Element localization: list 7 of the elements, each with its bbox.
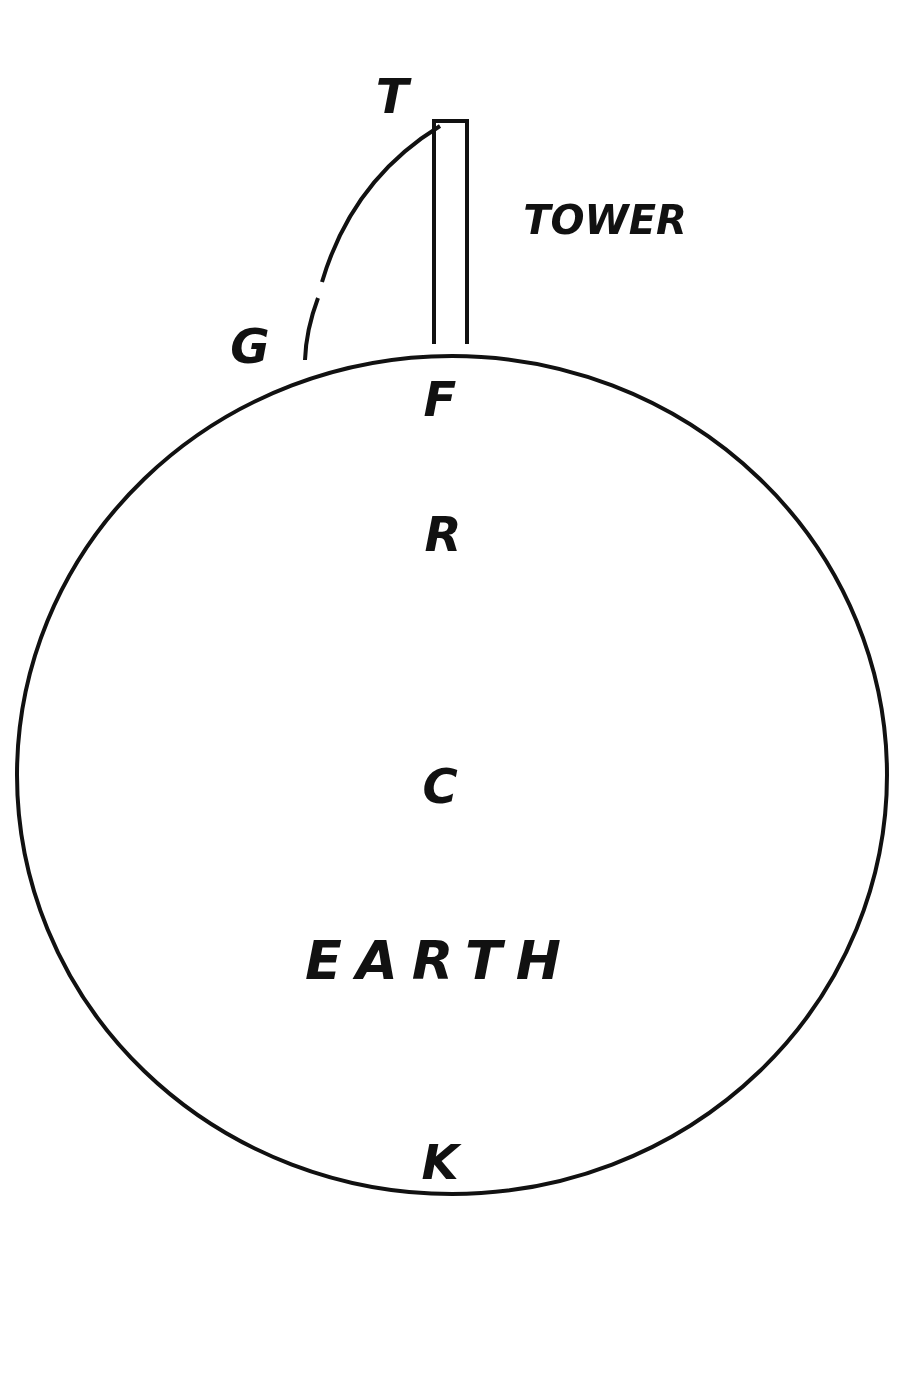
point-label: R: [424, 510, 462, 558]
tower-bar: [432, 119, 469, 344]
structure-label: TOWER: [523, 200, 687, 240]
region-label: EARTH: [305, 934, 575, 988]
point-label: F: [423, 375, 457, 423]
point-label: C: [422, 762, 458, 810]
point-label: G: [230, 322, 270, 370]
